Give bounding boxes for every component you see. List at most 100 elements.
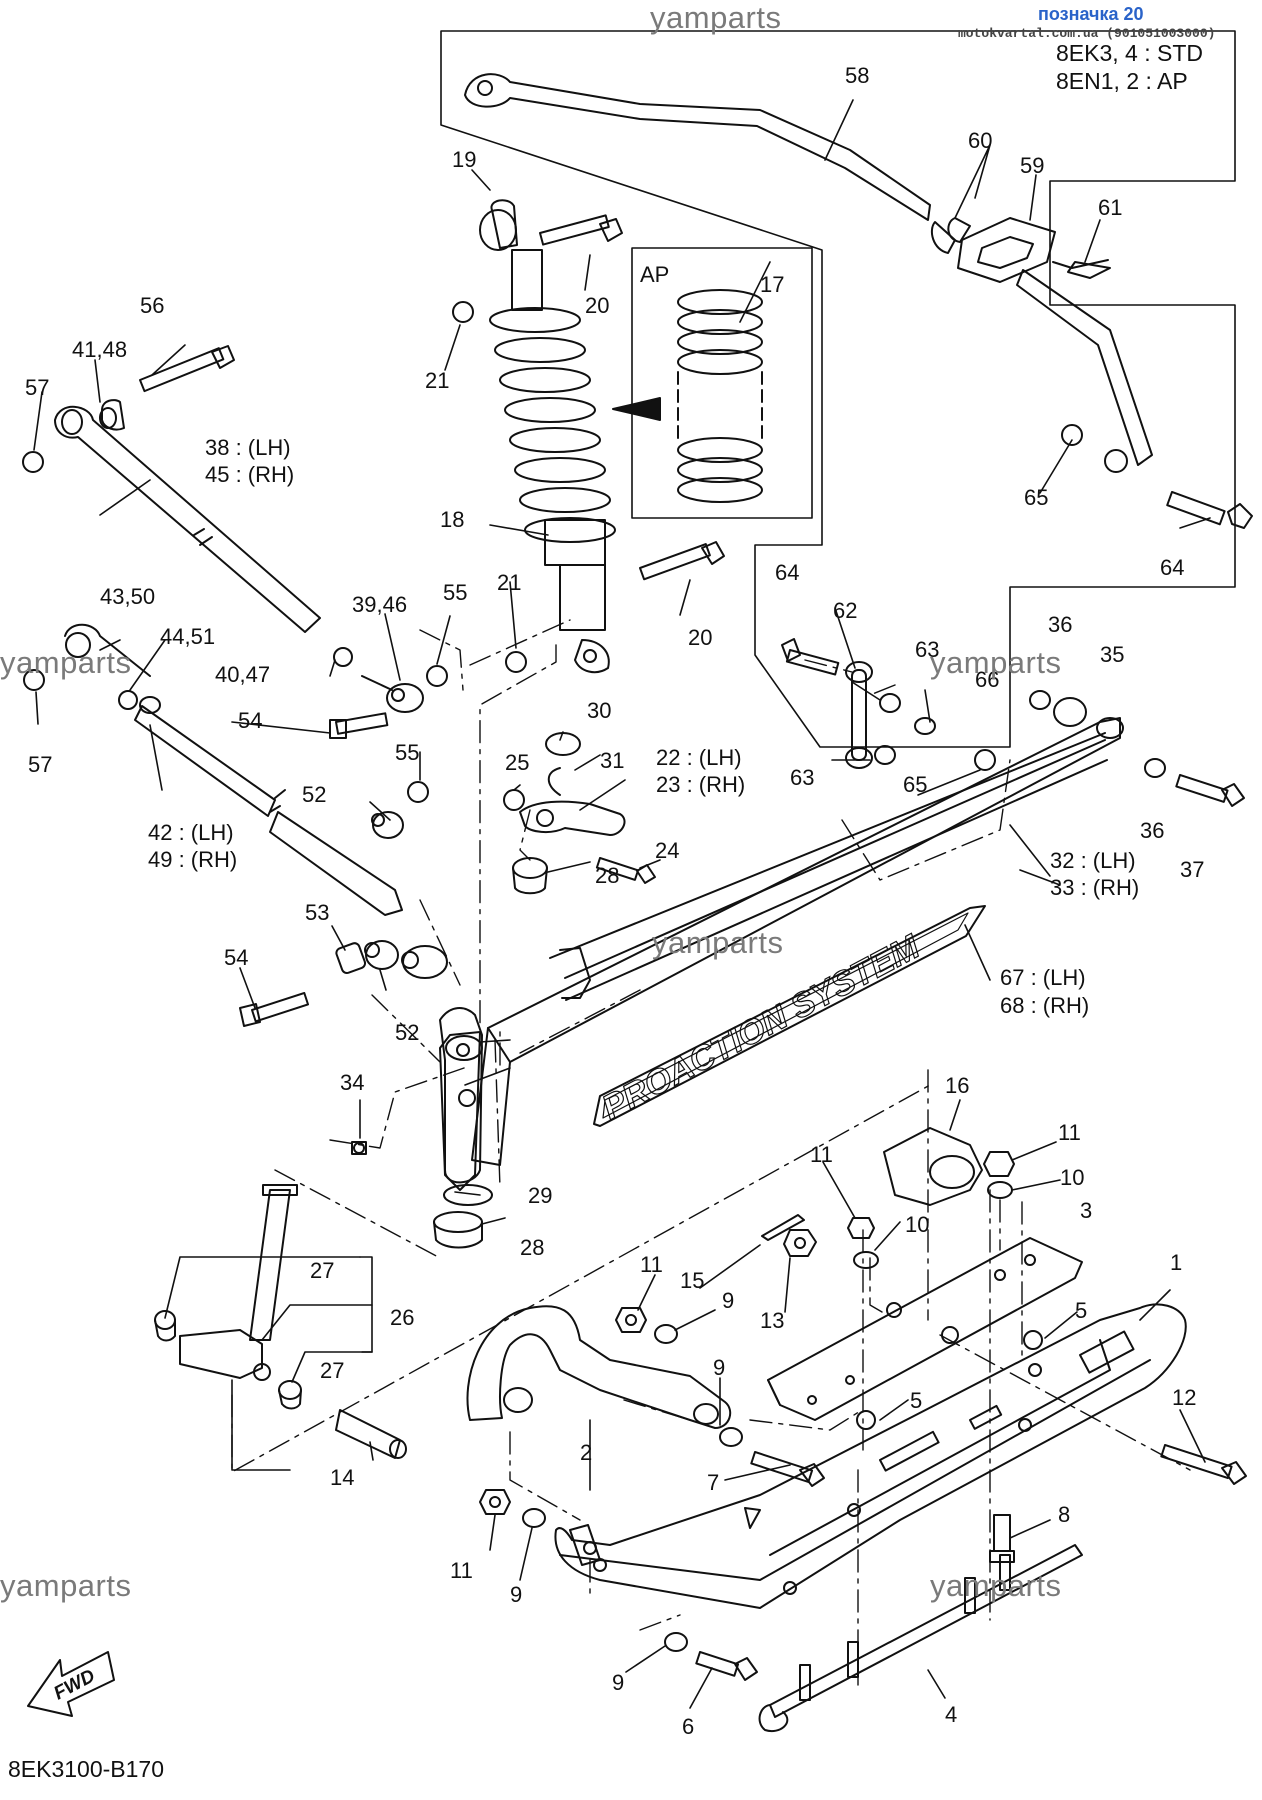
callout-28a: 28 [595, 863, 619, 888]
watermark-bottom-left: yamparts [0, 1568, 132, 1603]
ski [554, 1303, 1187, 1609]
bracket-27 [164, 1256, 373, 1471]
callout-62: 62 [833, 598, 857, 623]
callout-29: 29 [528, 1183, 552, 1208]
callout-4: 4 [945, 1702, 957, 1727]
callout-30: 30 [587, 698, 611, 723]
callout-33: 33 : (RH) [1050, 875, 1139, 900]
spindle-column [439, 1031, 481, 1191]
bolt-20-bottom [638, 541, 725, 581]
callout-8: 8 [1058, 1502, 1070, 1527]
clip-15 [761, 1214, 805, 1241]
callout-57a: 57 [25, 375, 49, 400]
callout-21b: 21 [497, 570, 521, 595]
callout-54b: 54 [224, 945, 248, 970]
callout-11a: 11 [1058, 1120, 1081, 1145]
callout-40: 40,47 [215, 662, 270, 687]
inset-label: AP [640, 262, 669, 287]
washer-10-b [853, 1251, 879, 1269]
stabilizer-bar [464, 73, 931, 221]
nut-25 [503, 789, 525, 811]
watermark-right: yamparts [930, 645, 1062, 680]
callout-11c: 11 [640, 1252, 663, 1277]
fwd-arrow [27, 1651, 115, 1717]
shock-absorber [479, 199, 616, 674]
bolt-5-a [1023, 1330, 1043, 1350]
callout-28b: 28 [520, 1235, 544, 1260]
washer-9-b [719, 1427, 743, 1447]
callout-66: 66 [975, 667, 999, 692]
bushing-35 [1053, 697, 1087, 727]
bolt-7 [750, 1451, 825, 1487]
callout-34: 34 [340, 1070, 364, 1095]
dashed-lines [231, 619, 1191, 1686]
callout-13: 13 [760, 1308, 784, 1333]
ski-front-lug [569, 1524, 601, 1566]
callout-65a: 65 [1024, 485, 1048, 510]
bushing-52-low [364, 940, 399, 970]
bolt-56 [138, 345, 235, 393]
radius-rod-lower [64, 623, 403, 916]
callout-60: 60 [968, 128, 992, 153]
nut-40 [333, 647, 353, 667]
callout-65b: 65 [903, 772, 927, 797]
end-39 [361, 675, 424, 713]
callout-19: 19 [452, 147, 476, 172]
header-link[interactable]: позначка 20 [1038, 4, 1144, 24]
bolt-20-top [539, 214, 623, 246]
header-site: motokvartal.com.ua (901051003000) [958, 26, 1216, 41]
washer-36-top [1029, 690, 1051, 710]
bolt-12 [1160, 1444, 1247, 1485]
callout-54a: 54 [238, 708, 262, 733]
bolt-54-low [239, 992, 310, 1027]
callout-32: 32 : (LH) [1050, 848, 1136, 873]
stabilizer-arm [1016, 259, 1153, 473]
callout-36b: 36 [1140, 818, 1164, 843]
model-std: 8EK3, 4 : STD [1056, 40, 1204, 66]
proaction-decal [593, 905, 986, 1127]
pin-14 [335, 1409, 407, 1459]
callout-12: 12 [1172, 1385, 1196, 1410]
bushing-27-right [278, 1380, 302, 1410]
callout-63b: 63 [790, 765, 814, 790]
callout-24: 24 [655, 838, 679, 863]
callout-17: 17 [760, 272, 784, 297]
callout-11d: 11 [450, 1558, 473, 1583]
callout-21a: 21 [425, 368, 449, 393]
callout-5b: 5 [910, 1388, 922, 1413]
ap-spring-inset [631, 247, 813, 519]
callout-55a: 55 [443, 580, 467, 605]
washer-29 [443, 1184, 493, 1206]
callout-45: 45 : (RH) [205, 462, 294, 487]
callout-10b: 10 [905, 1212, 929, 1237]
callout-25: 25 [505, 750, 529, 775]
callout-55b: 55 [395, 740, 419, 765]
callout-3: 3 [1080, 1198, 1092, 1223]
bolt-64-right [1166, 491, 1253, 529]
watermark-bottom-right: yamparts [930, 1568, 1062, 1603]
callout-9b: 9 [713, 1355, 725, 1380]
callout-39: 39,46 [352, 592, 407, 617]
callout-27a: 27 [310, 1258, 334, 1283]
callout-36a: 36 [1048, 612, 1072, 637]
nut-57-low [23, 669, 45, 691]
callout-1: 1 [1170, 1250, 1182, 1275]
nut-11-b [847, 1217, 875, 1239]
callout-68: 68 : (RH) [1000, 993, 1089, 1018]
callout-26: 26 [390, 1305, 414, 1330]
callout-63a: 63 [915, 637, 939, 662]
nut-21-top [452, 301, 474, 323]
bolt-34 [351, 1141, 367, 1155]
callout-9d: 9 [612, 1670, 624, 1695]
stabilizer-link [845, 661, 873, 769]
callout-43: 43,50 [100, 584, 155, 609]
callout-64a: 64 [775, 560, 799, 585]
callout-22: 22 : (LH) [656, 745, 742, 770]
nut-65-right [1061, 424, 1083, 446]
callouts: 1 2 3 4 5 5 6 7 8 9 9 9 9 10 10 11 11 11… [25, 63, 1204, 1739]
rod-end-lower [401, 945, 448, 979]
callout-58: 58 [845, 63, 869, 88]
callout-53: 53 [305, 900, 329, 925]
washer-36-low [1144, 758, 1166, 778]
